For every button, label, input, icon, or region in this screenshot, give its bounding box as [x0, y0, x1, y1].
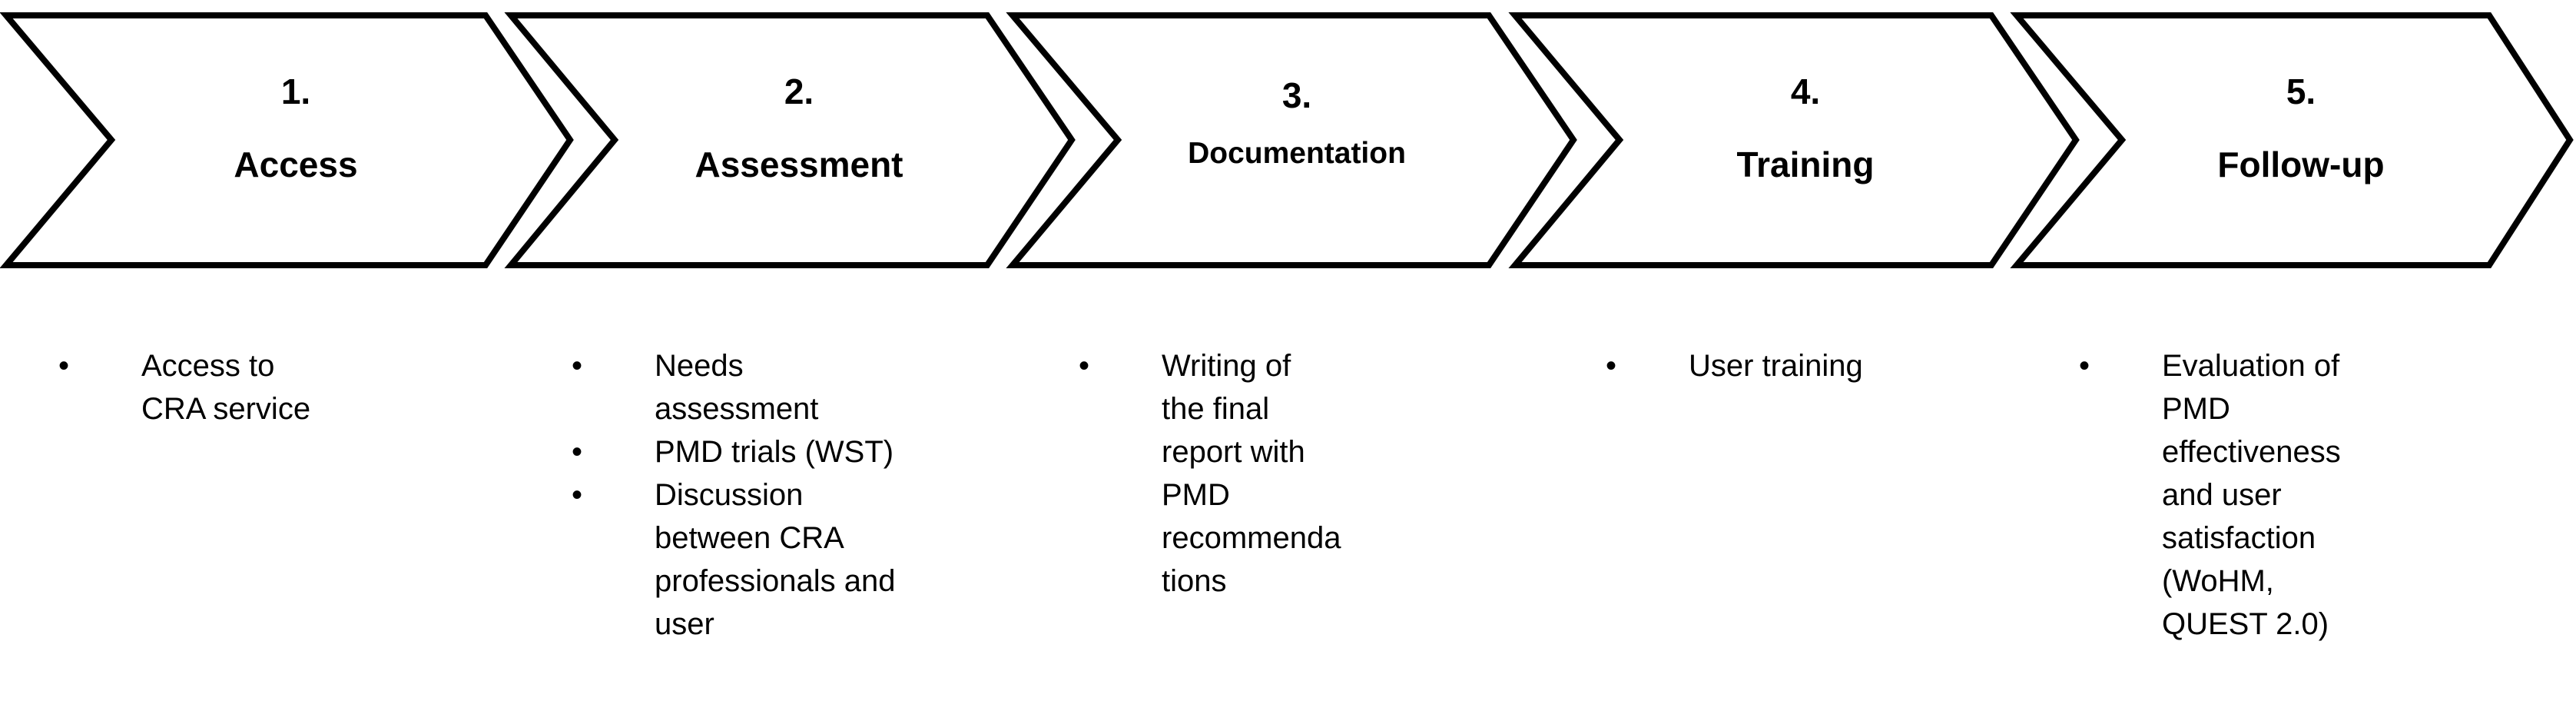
list-item: • PMD trials (WST): [572, 430, 1002, 473]
list-item: • Discussion between CRA professionals a…: [572, 473, 1002, 646]
list-item-text: User training: [1689, 349, 1863, 383]
step-label: Training: [1737, 145, 1875, 184]
step-1-chevron: 1. Access: [0, 12, 574, 268]
bullet-icon: •: [1079, 349, 1090, 383]
list-item-text: Discussion between CRA professionals and…: [655, 478, 896, 641]
chevron-shape: [504, 12, 1076, 268]
step-number: 3.: [1282, 75, 1311, 115]
chevron-shape: [2010, 12, 2574, 268]
list-item: • Needs assessment: [572, 344, 1002, 430]
step-5-chevron: 5. Follow-up: [2010, 12, 2574, 268]
step-label: Documentation: [1188, 137, 1406, 170]
step-4-details: • User training: [1606, 344, 1990, 387]
step-4-chevron: 4. Training: [1508, 12, 2080, 268]
list-item: • Writing of the final report with PMD r…: [1079, 344, 1463, 603]
step-number: 4.: [1791, 71, 1820, 111]
step-number: 1.: [281, 71, 310, 111]
chevron-shape: [1006, 12, 1577, 268]
list-item-text: Access to CRA service: [141, 349, 311, 426]
list-item-text: Evaluation of PMD effectiveness and user…: [2162, 349, 2341, 641]
step-3-chevron: 3. Documentation: [1006, 12, 1577, 268]
bullet-icon: •: [1606, 349, 1617, 383]
step-label: Assessment: [695, 145, 903, 184]
bullet-icon: •: [58, 349, 70, 383]
step-label: Follow-up: [2217, 145, 2384, 184]
chevron-shape: [0, 12, 574, 268]
bullet-icon: •: [572, 478, 583, 512]
step-5-details: • Evaluation of PMD effectiveness and us…: [2079, 344, 2478, 646]
step-2-chevron: 2. Assessment: [504, 12, 1076, 268]
list-item-text: Needs assessment: [655, 349, 819, 426]
list-item: • Evaluation of PMD effectiveness and us…: [2079, 344, 2478, 646]
step-2-details: • Needs assessment • PMD trials (WST) • …: [572, 344, 1002, 646]
bullet-icon: •: [2079, 349, 2090, 383]
step-number: 5.: [2286, 71, 2316, 111]
list-item-text: Writing of the final report with PMD rec…: [1162, 349, 1341, 598]
step-1-details: • Access to CRA service: [58, 344, 381, 430]
bullet-icon: •: [572, 435, 583, 469]
step-label: Access: [234, 145, 357, 184]
chevron-shape: [1508, 12, 2080, 268]
list-item: • User training: [1606, 344, 1990, 387]
list-item: • Access to CRA service: [58, 344, 381, 430]
step-3-details: • Writing of the final report with PMD r…: [1079, 344, 1463, 603]
step-number: 2.: [784, 71, 814, 111]
list-item-text: PMD trials (WST): [655, 435, 894, 469]
bullet-icon: •: [572, 349, 583, 383]
